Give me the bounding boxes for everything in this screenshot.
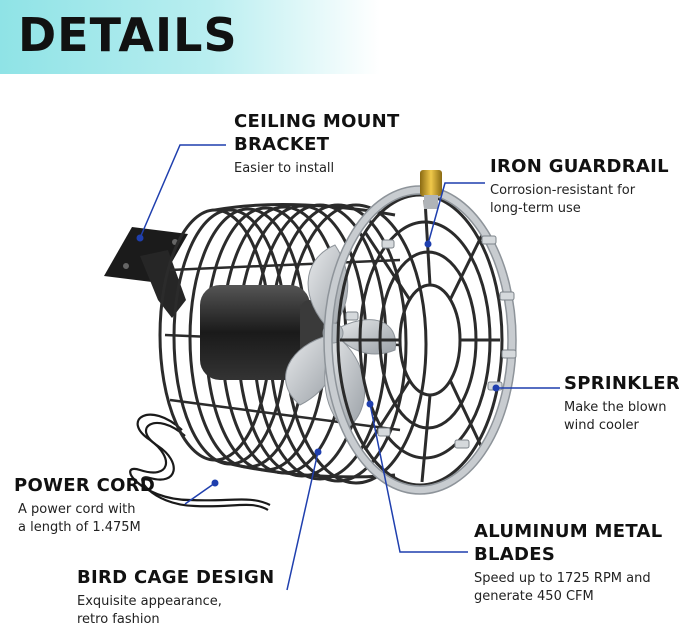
- sprinkler-nozzles: [345, 235, 517, 449]
- callout-desc-line1: A power cord with: [18, 502, 136, 517]
- front-grill: [336, 193, 504, 487]
- callout-title: ALUMINUM METAL BLADES: [474, 520, 679, 566]
- callout-title-line1: CEILING MOUNT: [234, 111, 400, 132]
- iron-guardrail-edge: [323, 185, 517, 495]
- callout-desc-line1: Make the blown: [564, 400, 667, 415]
- callout-desc-line2: wind cooler: [564, 418, 639, 433]
- page-title: DETAILS: [18, 8, 238, 62]
- callout-title-line2: BRACKET: [234, 134, 330, 155]
- iron-guardrail: [323, 185, 517, 495]
- callout-desc: A power cord with a length of 1.475M: [18, 501, 184, 537]
- callout-desc: Easier to install: [234, 161, 335, 176]
- callout-aluminum-blades: ALUMINUM METAL BLADES Speed up to 1725 R…: [474, 520, 679, 606]
- bird-cage: [158, 203, 428, 485]
- callout-iron-guardrail: IRON GUARDRAIL Corrosion-resistant for l…: [490, 155, 679, 218]
- motor: [200, 285, 340, 380]
- callout-title: POWER CORD: [14, 475, 156, 496]
- callout-desc-line1: Exquisite appearance,: [77, 594, 222, 609]
- callout-desc-line1: Corrosion-resistant for: [490, 183, 636, 198]
- callout-desc: Corrosion-resistant for long-term use: [490, 182, 679, 218]
- callout-desc: Speed up to 1725 RPM and generate 450 CF…: [474, 570, 679, 606]
- callout-title: CEILING MOUNT BRACKET: [234, 110, 434, 156]
- callout-desc-line1: Speed up to 1725 RPM and: [474, 571, 651, 586]
- ceiling-mount-bracket: [104, 227, 188, 318]
- leader-dots: [136, 234, 500, 487]
- callout-bird-cage: BIRD CAGE DESIGN Exquisite appearance, r…: [77, 566, 307, 625]
- callout-ceiling-mount: CEILING MOUNT BRACKET Easier to install: [234, 110, 434, 178]
- callout-desc: Exquisite appearance, retro fashion: [77, 593, 307, 625]
- callout-title: SPRINKLER: [564, 373, 679, 394]
- callout-desc: Make the blown wind cooler: [564, 399, 679, 435]
- header-band: [0, 0, 380, 74]
- callout-desc-line2: retro fashion: [77, 612, 160, 625]
- callout-title: BIRD CAGE DESIGN: [77, 567, 275, 588]
- callout-desc-line2: long-term use: [490, 201, 581, 216]
- callout-desc-line2: a length of 1.475M: [18, 520, 141, 535]
- callout-title-line2: BLADES: [474, 544, 556, 565]
- callout-title-line1: ALUMINUM METAL: [474, 521, 663, 542]
- aluminum-blades: [285, 244, 397, 431]
- callout-power-cord: POWER CORD A power cord with a length of…: [14, 474, 184, 537]
- callout-title: IRON GUARDRAIL: [490, 156, 669, 177]
- callout-sprinkler: SPRINKLER Make the blown wind cooler: [564, 372, 679, 435]
- callout-desc-line2: generate 450 CFM: [474, 589, 594, 604]
